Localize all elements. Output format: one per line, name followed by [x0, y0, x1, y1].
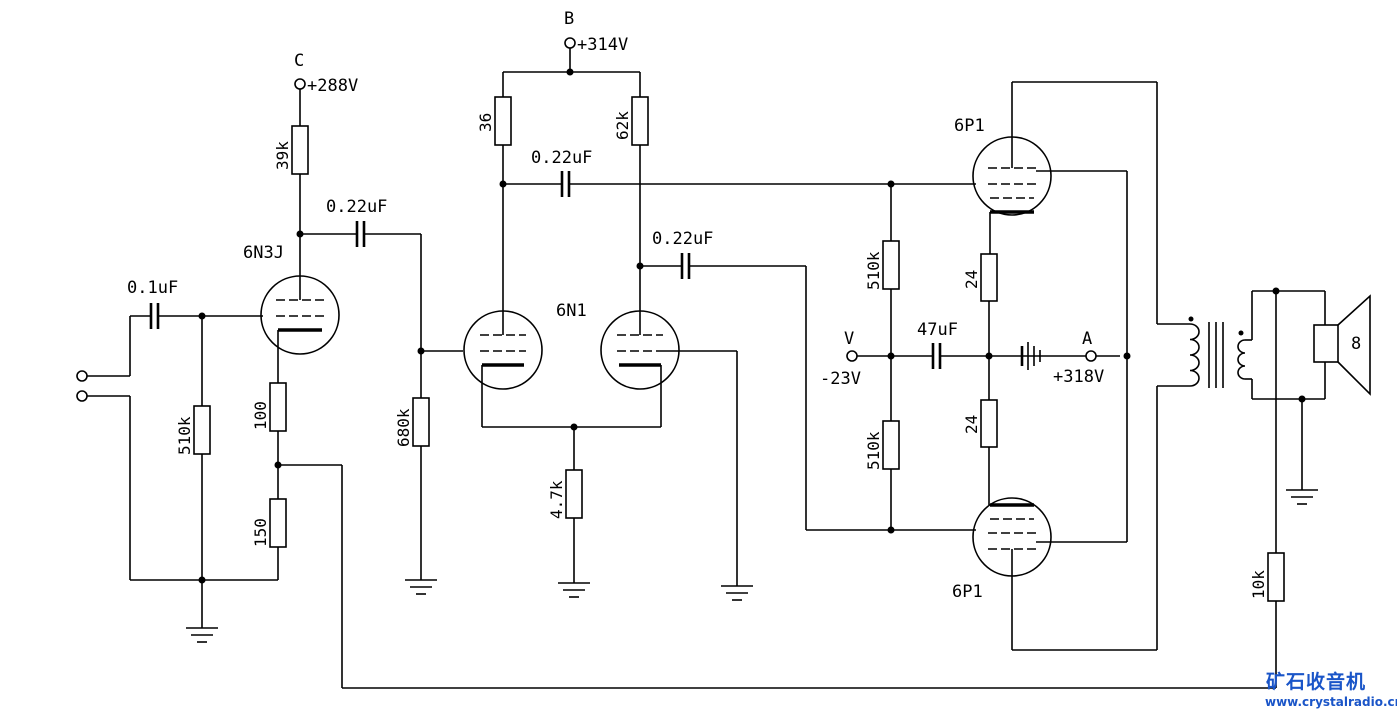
- tube-6n3j-label: 6N3J: [243, 243, 284, 263]
- tube-6p1-bottom: [972, 497, 1127, 650]
- watermark-title: 矿石收音机: [1266, 670, 1366, 693]
- feedback-line: [278, 464, 1276, 689]
- coupling-capacitor-3: [636, 253, 976, 534]
- resistor-510k-input: [193, 312, 211, 580]
- resistor-39k: [291, 78, 309, 276]
- r-510k-input-label: 510k: [175, 416, 194, 455]
- tube-6n1-label: 6N1: [556, 301, 587, 321]
- cathode-resistor-4k7: [482, 423, 661, 598]
- input-ground-rail: [130, 576, 278, 643]
- output-transformer: [1012, 81, 1325, 651]
- node-b-label: B: [564, 9, 574, 29]
- speaker: [1272, 287, 1371, 505]
- input-capacitor: [130, 303, 263, 329]
- node-c-voltage: +288V: [307, 76, 358, 96]
- r-510k-bottom-label: 510k: [864, 431, 883, 470]
- r-36-label: 36: [476, 113, 495, 132]
- tube-6p1-top-label: 6P1: [954, 116, 985, 136]
- cap-1-label: 0.22uF: [326, 197, 387, 217]
- node-c-label: C: [294, 51, 304, 71]
- r-24-top-label: 24: [962, 270, 981, 289]
- tube-6n1-right: [600, 310, 753, 601]
- resistor-150: [269, 498, 287, 580]
- r-24-bottom-label: 24: [962, 415, 981, 434]
- cap-3-label: 0.22uF: [652, 229, 713, 249]
- input-terminals: [76, 316, 131, 580]
- bias-network: [846, 184, 1120, 530]
- coupling-capacitor-1: [300, 221, 422, 351]
- tube-6n3j: [260, 275, 340, 383]
- r-62k-label: 62k: [613, 111, 632, 140]
- node-v-voltage: -23V: [820, 369, 861, 389]
- node-a-label: A: [1082, 329, 1092, 349]
- r-510k-top-label: 510k: [864, 251, 883, 290]
- cap-2-label: 0.22uF: [531, 148, 592, 168]
- cap-bias-label: 47uF: [917, 320, 958, 340]
- node-b-voltage: +314V: [577, 35, 628, 55]
- node-a-voltage: +318V: [1053, 367, 1104, 387]
- r-150-label: 150: [251, 518, 270, 547]
- tube-6n1-left: [463, 310, 543, 427]
- feedback-resistor-10k: [1267, 291, 1285, 688]
- speaker-impedance-label: 8: [1351, 334, 1361, 354]
- tube-6p1-top: [972, 82, 1128, 542]
- r-10k-label: 10k: [1249, 570, 1268, 599]
- tube-6p1-bottom-label: 6P1: [952, 582, 983, 602]
- screen-resistors-24: [980, 253, 1131, 505]
- resistor-100: [269, 382, 287, 499]
- watermark-url: www.crystalradio.cn: [1265, 695, 1397, 709]
- resistor-680k: [405, 347, 463, 595]
- watermark: 矿石收音机 www.crystalradio.cn: [1265, 670, 1397, 709]
- b-plus-supply: [494, 37, 649, 311]
- r-39k-label: 39k: [273, 141, 292, 170]
- r-4k7-label: 4.7k: [547, 480, 566, 519]
- r-100-label: 100: [251, 401, 270, 430]
- coupling-capacitor-2: [499, 171, 976, 197]
- cap-input-label: 0.1uF: [127, 278, 178, 298]
- node-v-label: V: [844, 329, 854, 349]
- r-680k-label: 680k: [394, 408, 413, 447]
